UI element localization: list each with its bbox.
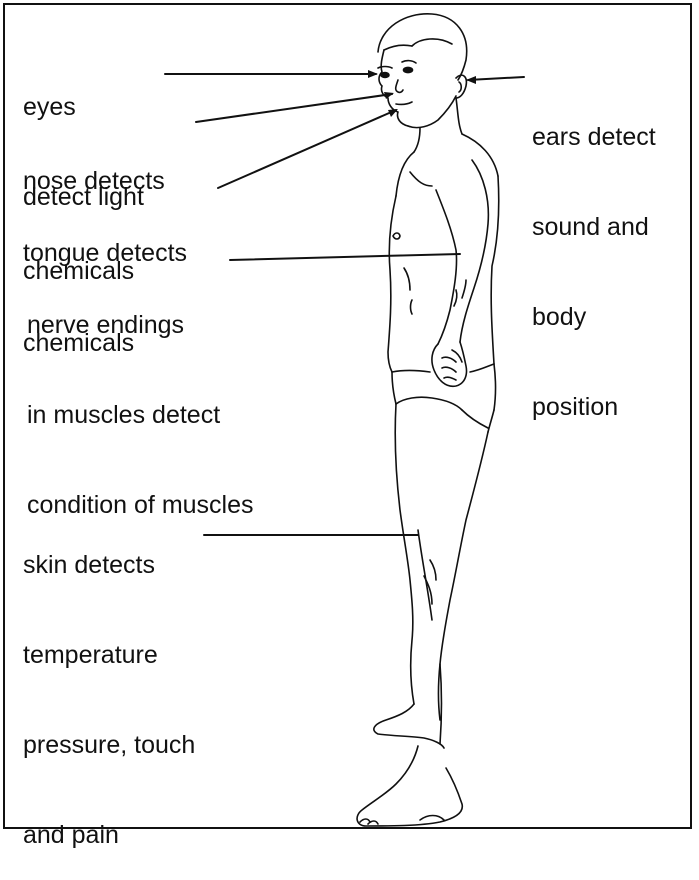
skin-label: skin detects temperature pressure, touch… bbox=[23, 490, 195, 880]
feet-drawing bbox=[357, 704, 462, 826]
nerve-label-line-2: in muscles detect bbox=[27, 400, 254, 430]
ears-label-line-1: ears detect bbox=[532, 122, 656, 152]
nerve-label-line-1: nerve endings bbox=[27, 310, 254, 340]
ears-label-line-2: sound and bbox=[532, 212, 656, 242]
skin-label-line-1: skin detects bbox=[23, 550, 195, 580]
nerve-pointer-line bbox=[230, 254, 460, 260]
head-drawing bbox=[378, 14, 467, 152]
skin-label-line-2: temperature bbox=[23, 640, 195, 670]
shorts-drawing bbox=[392, 364, 496, 432]
tongue-pointer-line bbox=[218, 110, 396, 188]
ears-label-line-4: position bbox=[532, 392, 656, 422]
tongue-arrowhead bbox=[388, 109, 398, 117]
ears-pointer-line bbox=[468, 77, 524, 80]
nose-arrowhead bbox=[384, 92, 394, 99]
legs-drawing bbox=[395, 404, 488, 744]
ears-label-line-3: body bbox=[532, 302, 656, 332]
ears-arrowhead bbox=[466, 76, 476, 84]
skin-label-line-3: pressure, touch bbox=[23, 730, 195, 760]
skin-label-line-4: and pain bbox=[23, 820, 195, 850]
nose-pointer-line bbox=[196, 94, 392, 122]
eyes-arrowhead bbox=[368, 70, 378, 78]
ears-label: ears detect sound and body position bbox=[532, 62, 656, 452]
torso-drawing bbox=[388, 134, 499, 386]
